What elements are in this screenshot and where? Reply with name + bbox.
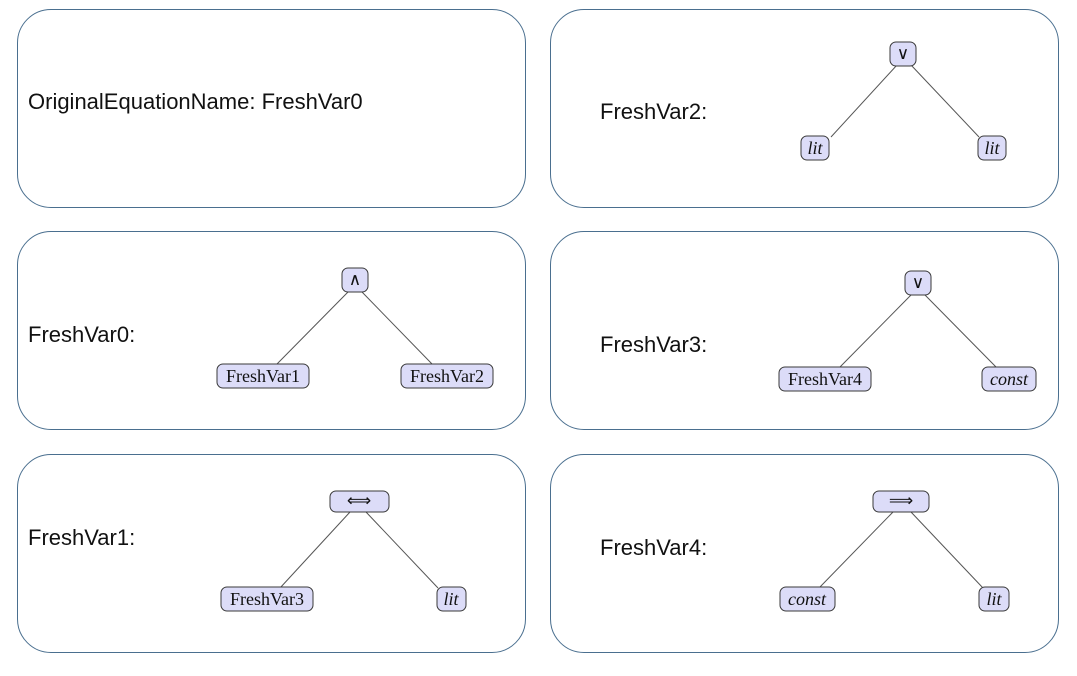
svg-text:∨: ∨ xyxy=(897,44,909,64)
card-label: FreshVar4: xyxy=(600,535,708,560)
tree-root-node: ⟺ xyxy=(329,490,390,513)
tree-edge-right xyxy=(365,511,439,589)
svg-text:FreshVar2: FreshVar2 xyxy=(410,366,484,386)
card-freshvar1: FreshVar1: ⟺ FreshVar3 lit xyxy=(17,454,526,653)
tree-edge-left xyxy=(818,511,894,589)
tree-root-node: ∧ xyxy=(341,267,369,293)
tree-right-node: lit xyxy=(436,586,467,612)
card-freshvar2: FreshVar2: ∨ lit lit xyxy=(550,9,1059,208)
svg-text:lit: lit xyxy=(984,138,1000,158)
svg-text:∧: ∧ xyxy=(349,270,361,290)
expression-tree: ⟹ const lit xyxy=(779,490,1010,612)
tree-left-node: FreshVar1 xyxy=(216,363,310,389)
card-label: FreshVar2: xyxy=(600,99,708,124)
tree-left-node: FreshVar4 xyxy=(778,366,872,392)
tree-edge-right xyxy=(361,291,434,366)
tree-edge-right xyxy=(924,294,998,369)
tree-root-node: ∨ xyxy=(904,270,932,296)
tree-edge-left xyxy=(279,511,351,589)
equation-name-label: OriginalEquationName: FreshVar0 xyxy=(28,89,363,114)
svg-text:FreshVar1: FreshVar1 xyxy=(226,366,300,386)
card-freshvar4: FreshVar4: ⟹ const lit xyxy=(550,454,1059,653)
tree-edge-right xyxy=(910,64,980,138)
svg-text:⟹: ⟹ xyxy=(889,491,913,511)
svg-text:const: const xyxy=(990,369,1029,389)
card-freshvar0: FreshVar0: ∧ FreshVar1 FreshVar2 xyxy=(17,231,526,430)
card-label: FreshVar0: xyxy=(28,322,136,347)
tree-root-node: ⟹ xyxy=(872,490,930,513)
tree-left-node: FreshVar3 xyxy=(220,586,314,612)
svg-text:lit: lit xyxy=(807,138,823,158)
tree-edge-left xyxy=(838,294,912,369)
card-label: FreshVar3: xyxy=(600,332,708,357)
card-freshvar3: FreshVar3: ∨ FreshVar4 const xyxy=(550,231,1059,430)
tree-edge-left xyxy=(275,291,349,366)
svg-text:FreshVar3: FreshVar3 xyxy=(230,589,304,609)
tree-right-node: FreshVar2 xyxy=(400,363,494,389)
svg-text:lit: lit xyxy=(986,589,1002,609)
expression-tree: ∨ lit lit xyxy=(800,41,1007,161)
tree-edge-left xyxy=(830,64,898,138)
svg-text:const: const xyxy=(788,589,827,609)
tree-left-node: const xyxy=(779,586,836,612)
tree-root-node: ∨ xyxy=(889,41,917,67)
expression-tree: ∨ FreshVar4 const xyxy=(778,270,1037,392)
svg-text:⟺: ⟺ xyxy=(347,491,371,511)
svg-text:FreshVar4: FreshVar4 xyxy=(788,369,862,389)
expression-tree: ∧ FreshVar1 FreshVar2 xyxy=(216,267,494,389)
svg-text:∨: ∨ xyxy=(912,273,924,293)
tree-edge-right xyxy=(910,511,984,589)
tree-left-node: lit xyxy=(800,135,830,161)
card-label: FreshVar1: xyxy=(28,525,136,550)
tree-right-node: lit xyxy=(978,586,1010,612)
card-original: OriginalEquationName: FreshVar0 xyxy=(17,9,526,208)
tree-right-node: lit xyxy=(977,135,1007,161)
svg-text:lit: lit xyxy=(443,589,459,609)
tree-right-node: const xyxy=(981,366,1037,392)
expression-tree: ⟺ FreshVar3 lit xyxy=(220,490,467,612)
